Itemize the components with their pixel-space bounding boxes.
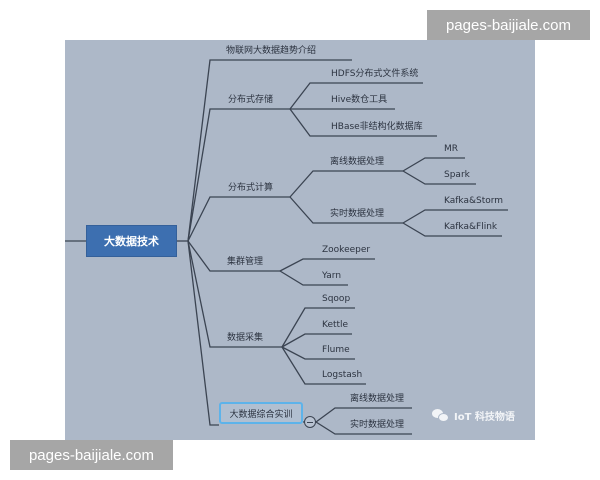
- node-practice-offline[interactable]: 离线数据处理: [350, 394, 405, 404]
- node-bigdata-practice-label: 大数据综合实训: [229, 409, 293, 420]
- node-bigdata-practice-selected[interactable]: 大数据综合实训: [219, 402, 303, 424]
- node-distributed-storage[interactable]: 分布式存储: [228, 95, 274, 105]
- node-hdfs[interactable]: HDFS分布式文件系统: [331, 69, 419, 79]
- node-yarn[interactable]: Yarn: [322, 271, 342, 281]
- node-practice-realtime[interactable]: 实时数据处理: [350, 420, 405, 430]
- root-node[interactable]: 大数据技术: [86, 225, 177, 257]
- node-zookeeper[interactable]: Zookeeper: [322, 245, 371, 255]
- node-hive[interactable]: Hive数仓工具: [331, 95, 388, 105]
- node-sqoop[interactable]: Sqoop: [322, 294, 351, 304]
- watermark-bottom-left: pages-baijiale.com: [10, 440, 173, 470]
- collapse-toggle-icon[interactable]: [304, 416, 316, 428]
- node-kafka-storm[interactable]: Kafka&Storm: [444, 196, 504, 206]
- node-cluster-management[interactable]: 集群管理: [227, 257, 264, 267]
- node-offline-processing[interactable]: 离线数据处理: [330, 157, 385, 167]
- node-kettle[interactable]: Kettle: [322, 320, 349, 330]
- node-flume[interactable]: Flume: [322, 345, 350, 355]
- node-iot-bigdata-trends[interactable]: 物联网大数据趋势介绍: [226, 46, 317, 56]
- node-spark[interactable]: Spark: [444, 170, 470, 180]
- node-kafka-flink[interactable]: Kafka&Flink: [444, 222, 498, 232]
- node-mr[interactable]: MR: [444, 144, 459, 154]
- brand-label: IoT 科技物语: [454, 412, 515, 423]
- node-data-collection[interactable]: 数据采集: [227, 333, 264, 343]
- node-hbase[interactable]: HBase非结构化数据库: [331, 122, 423, 132]
- wechat-icon: [432, 408, 450, 423]
- node-distributed-computing[interactable]: 分布式计算: [228, 183, 274, 193]
- node-logstash[interactable]: Logstash: [322, 370, 363, 380]
- root-node-label: 大数据技术: [104, 235, 159, 248]
- node-realtime-processing[interactable]: 实时数据处理: [330, 209, 385, 219]
- watermark-top-right: pages-baijiale.com: [427, 10, 590, 40]
- brand-watermark: IoT 科技物语: [432, 408, 515, 423]
